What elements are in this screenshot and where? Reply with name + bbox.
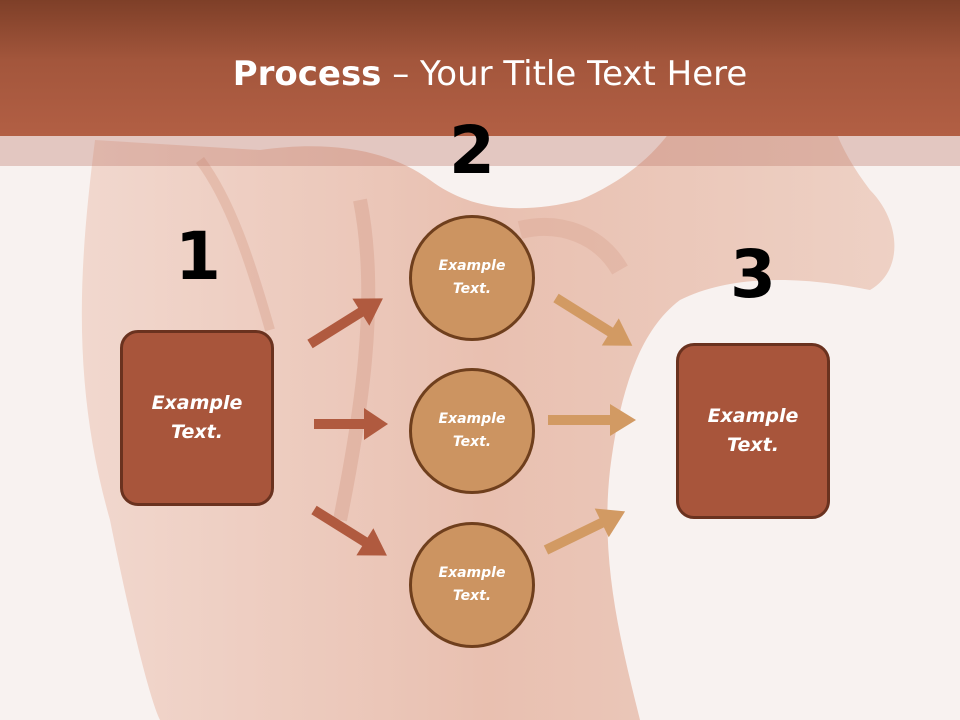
step-number-3[interactable]: 3 [730, 236, 776, 313]
title-bold: Process [232, 54, 382, 94]
step-number-2[interactable]: 2 [449, 112, 495, 189]
step2-circle-middle[interactable]: Example Text. [409, 368, 535, 494]
arrow-to-bottom-circle [311, 505, 387, 556]
step1-box[interactable]: Example Text. [120, 330, 274, 506]
arrow-from-top-circle [553, 293, 633, 346]
slide-title[interactable]: Process – Your Title Text Here [0, 52, 960, 96]
step1-box-text: Example Text. [151, 392, 243, 443]
arrow-to-top-circle [307, 298, 383, 349]
step3-box[interactable]: Example Text. [676, 343, 830, 519]
title-strip [0, 136, 960, 166]
circle-text: Example Text. [438, 258, 506, 297]
step2-circle-bottom[interactable]: Example Text. [409, 522, 535, 648]
step-number-1[interactable]: 1 [175, 218, 221, 295]
title-bar [0, 0, 960, 136]
circle-text: Example Text. [438, 565, 506, 604]
arrow-to-middle-circle [314, 408, 388, 440]
step3-box-text: Example Text. [707, 405, 799, 456]
arrow-from-bottom-circle [543, 508, 626, 555]
step2-circle-top[interactable]: Example Text. [409, 215, 535, 341]
arrow-from-middle-circle [548, 404, 636, 436]
circle-text: Example Text. [438, 411, 506, 450]
title-rest: – Your Title Text Here [381, 54, 748, 94]
